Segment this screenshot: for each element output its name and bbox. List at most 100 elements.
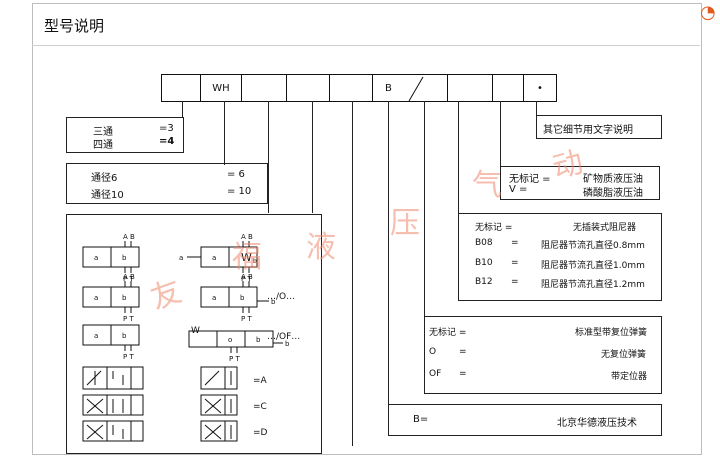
code-cell-dot-label: • bbox=[537, 82, 543, 94]
connector-line bbox=[268, 101, 269, 213]
code-cell-8 bbox=[492, 74, 524, 102]
title-bar: 型号说明 bbox=[32, 3, 700, 46]
model-code-row: WH B • bbox=[161, 74, 557, 102]
code-cell-wh-label: WH bbox=[212, 82, 230, 94]
spring-value-o: 无复位弹簧 bbox=[601, 350, 647, 360]
orifice-value-b10: 阻尼器节流孔直径1.0mm bbox=[541, 261, 645, 271]
spool-letter-b: b bbox=[122, 332, 127, 340]
port-top-label: A B bbox=[241, 233, 253, 241]
orifice-label-b12: B12 bbox=[475, 277, 493, 287]
code-cell-5 bbox=[329, 74, 373, 102]
watermark-char: 液 bbox=[306, 230, 336, 265]
fluid-value-mineral: 矿物质液压油 bbox=[583, 174, 643, 185]
spool-letter-b: b bbox=[122, 294, 127, 302]
arrow-out-label: b bbox=[285, 340, 290, 348]
spring-label-o: O bbox=[429, 347, 437, 357]
port-bottom-label: P T bbox=[123, 353, 134, 361]
diameter-label-10: 通径10 bbox=[91, 190, 124, 201]
spool-letter-a: a bbox=[212, 294, 216, 302]
brand-name: 北京华德液压技术 bbox=[557, 418, 637, 429]
spool-letter-a: a bbox=[94, 294, 98, 302]
channels-value-4: =4 bbox=[159, 136, 175, 147]
channels-box: 三通 =3 四通 =4 bbox=[66, 117, 184, 153]
orifice-eq-b12: = bbox=[511, 277, 519, 287]
connector-line bbox=[500, 101, 501, 166]
orifice-value-b08: 阻尼器节流孔直径0.8mm bbox=[541, 241, 645, 251]
w-spring-label: W bbox=[241, 251, 252, 264]
orifice-label-none: 无标记 = bbox=[475, 223, 513, 233]
connector-line bbox=[458, 212, 459, 213]
w-sub-label: b bbox=[253, 258, 257, 265]
spool-letter-a: a bbox=[212, 254, 216, 262]
arrow-out-label: b bbox=[271, 298, 276, 306]
connector-line bbox=[388, 101, 389, 409]
port-bottom-label: P T bbox=[123, 275, 134, 283]
spool-letter-a: a bbox=[94, 332, 98, 340]
fluid-label-v: V = bbox=[509, 184, 528, 195]
brand-logo-icon: ◔ bbox=[700, 2, 716, 23]
channels-label-3: 三通 bbox=[93, 127, 113, 138]
port-bottom-label: P T bbox=[241, 315, 252, 323]
orifice-eq-b10: = bbox=[511, 258, 519, 268]
spool-c-label: =C bbox=[253, 402, 267, 412]
spring-eq-of: = bbox=[459, 369, 467, 379]
page-title: 型号说明 bbox=[44, 17, 105, 35]
other-details-box: 其它细节用文字说明 bbox=[536, 115, 662, 139]
suffix-o-label: …/O… bbox=[267, 292, 295, 302]
diameter-box: 通径6 = 6 通径10 = 10 bbox=[66, 163, 268, 204]
fluid-value-v: 磷酸脂液压油 bbox=[583, 188, 643, 199]
spool-letter-o: o bbox=[228, 336, 232, 344]
connector-line bbox=[224, 101, 225, 165]
channels-value-3: =3 bbox=[159, 123, 174, 134]
connector-line bbox=[312, 101, 313, 213]
fluid-box: 无标记 = 矿物质液压油 V = 磷酸脂液压油 bbox=[500, 166, 660, 200]
diameter-value-6: = 6 bbox=[227, 169, 245, 180]
connector-line bbox=[424, 101, 425, 317]
port-bottom-label: P T bbox=[241, 275, 252, 283]
port-top-label: A B bbox=[123, 233, 135, 241]
channels-label-4: 四通 bbox=[93, 140, 113, 151]
orifice-box: 无标记 = 无插装式阻尼器 B08 = 阻尼器节流孔直径0.8mm B10 = … bbox=[458, 213, 662, 301]
spool-letter-b: b bbox=[122, 254, 127, 262]
connector-line bbox=[182, 101, 183, 117]
connector-line bbox=[458, 101, 459, 213]
spool-letter-a: a bbox=[94, 254, 98, 262]
spring-value-of: 带定位器 bbox=[611, 372, 648, 382]
suffix-of-label: …/OF… bbox=[267, 332, 300, 342]
w-spring-label: W bbox=[191, 326, 200, 336]
orifice-label-b10: B10 bbox=[475, 258, 493, 268]
orifice-label-b08: B08 bbox=[475, 238, 493, 248]
port-bottom-label: P T bbox=[123, 315, 134, 323]
brand-box: B= 北京华德液压技术 bbox=[388, 404, 662, 436]
spool-letter-b: b bbox=[256, 336, 261, 344]
port-top-label: A B bbox=[123, 273, 135, 281]
code-cell-4 bbox=[286, 74, 330, 102]
code-cell-7 bbox=[447, 74, 493, 102]
connector-line bbox=[536, 101, 537, 115]
spool-diagram: A B P T A B P T A B P T A B P T P T P T … bbox=[82, 233, 300, 442]
spring-eq-o: = bbox=[459, 347, 467, 357]
code-cell-1 bbox=[161, 74, 201, 102]
diameter-value-10: = 10 bbox=[227, 186, 252, 197]
spring-box: 无标记 = 标准型带复位弹簧 O = 无复位弹簧 OF = 带定位器 bbox=[424, 316, 662, 394]
orifice-eq-b08: = bbox=[511, 238, 519, 248]
code-cell-dot: • bbox=[523, 74, 557, 102]
fluid-label-mineral: 无标记 = bbox=[509, 174, 551, 185]
code-cell-b: B bbox=[372, 74, 448, 102]
spring-label-of: OF bbox=[429, 369, 442, 379]
code-cell-3 bbox=[241, 74, 287, 102]
other-details-text: 其它细节用文字说明 bbox=[543, 125, 633, 136]
arrow-in-label: a bbox=[179, 254, 183, 262]
brand-prefix: B= bbox=[413, 414, 429, 425]
spool-symbols-box: A B P T A B P T A B P T A B P T P T P T … bbox=[66, 214, 322, 454]
orifice-value-b12: 阻尼器节流孔直径1.2mm bbox=[541, 280, 645, 290]
spring-value-standard: 标准型带复位弹簧 bbox=[575, 328, 648, 338]
port-bottom-label: P T bbox=[229, 355, 240, 363]
spool-letter-b: b bbox=[240, 294, 245, 302]
spool-a-label: =A bbox=[253, 376, 268, 386]
diameter-label-6: 通径6 bbox=[91, 173, 118, 184]
orifice-value-none: 无插装式阻尼器 bbox=[573, 223, 637, 233]
slash-mark bbox=[408, 76, 424, 102]
spring-label-standard: 无标记 = bbox=[429, 328, 467, 338]
watermark-char: 福 bbox=[232, 240, 262, 275]
